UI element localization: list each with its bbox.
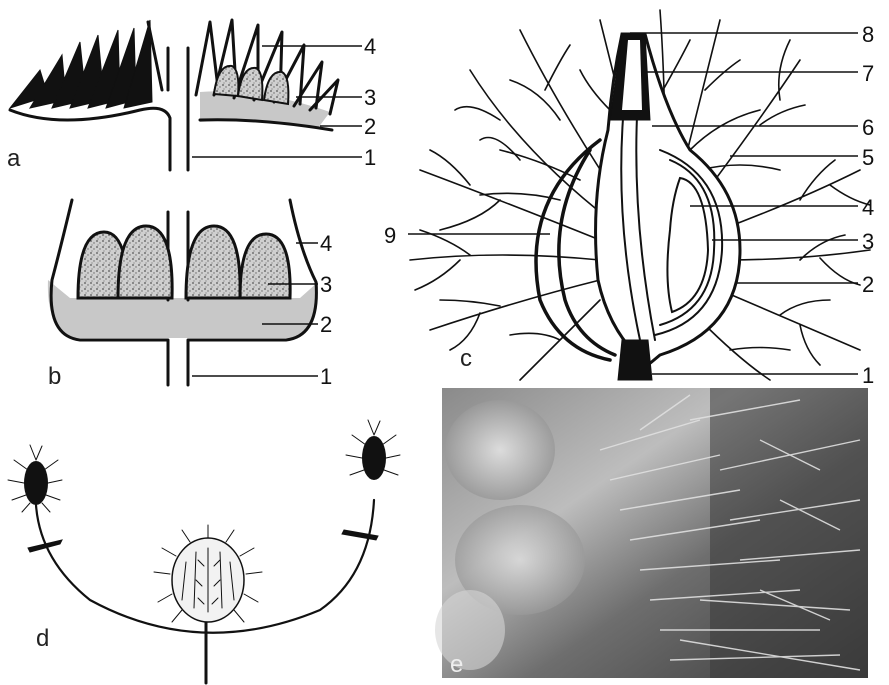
panel-d-label: d (36, 625, 49, 652)
panel-c-callout-2: 2 (862, 272, 874, 297)
panel-d-left-head (8, 445, 62, 512)
panel-c: 8 7 6 5 4 3 2 1 9 c (384, 10, 874, 388)
panel-b-callout-2: 2 (320, 312, 332, 337)
panel-c-callout-5: 5 (862, 145, 874, 170)
panel-c-callout-1: 1 (862, 363, 874, 388)
panel-c-callout-4: 4 (862, 195, 874, 220)
panel-b-label: b (48, 363, 61, 390)
panel-a-callout-2: 2 (364, 114, 376, 139)
panel-b-callout-4: 4 (320, 231, 332, 256)
panel-c-callout-6: 6 (862, 115, 874, 140)
panel-a-callout-1: 1 (364, 145, 376, 170)
panel-c-callout-9: 9 (384, 223, 396, 248)
panel-e-label: e (450, 651, 463, 678)
panel-c-callout-3: 3 (862, 229, 874, 254)
panel-b: 1 2 3 4 b (48, 200, 332, 390)
panel-a-left-bracts (10, 20, 152, 108)
panel-a-callout-3: 3 (364, 85, 376, 110)
panel-e: e (435, 388, 868, 678)
panel-a-label: a (7, 145, 21, 172)
panel-d: d (8, 420, 400, 683)
panel-c-label: c (460, 345, 472, 372)
panel-b-callout-1: 1 (320, 364, 332, 389)
panel-c-callout-8: 8 (862, 22, 874, 47)
panel-a: 1 2 3 4 a (7, 20, 376, 172)
panel-a-callout-4: 4 (364, 34, 376, 59)
panel-b-florets (78, 226, 290, 298)
panel-c-callout-7: 7 (862, 61, 874, 86)
panel-d-center-head (154, 525, 262, 622)
panel-d-right-head (346, 420, 400, 480)
panel-b-callout-3: 3 (320, 272, 332, 297)
